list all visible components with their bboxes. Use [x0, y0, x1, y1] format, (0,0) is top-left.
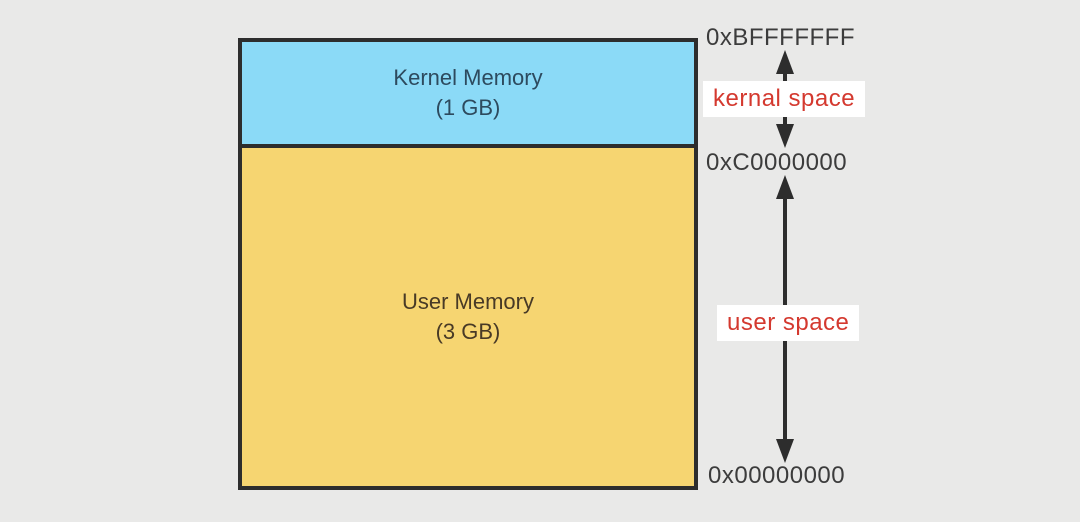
address-kernel-user-boundary: 0xC0000000	[706, 149, 848, 176]
kernel-memory-label: Kernel Memory	[393, 65, 543, 91]
user-space-label: user space	[717, 305, 860, 341]
kernel-memory-region: Kernel Memory (1 GB)	[242, 42, 694, 148]
kernel-space-label: kernal space	[703, 81, 866, 117]
kernel-memory-size: (1 GB)	[435, 95, 501, 120]
user-memory-region: User Memory (3 GB)	[242, 148, 694, 486]
memory-box: Kernel Memory (1 GB) User Memory (3 GB)	[238, 38, 698, 490]
user-memory-label: User Memory	[401, 289, 534, 315]
user-memory-size: (3 GB)	[435, 319, 501, 344]
address-top: 0xBFFFFFFF	[706, 24, 855, 51]
address-bottom: 0x00000000	[708, 462, 846, 489]
